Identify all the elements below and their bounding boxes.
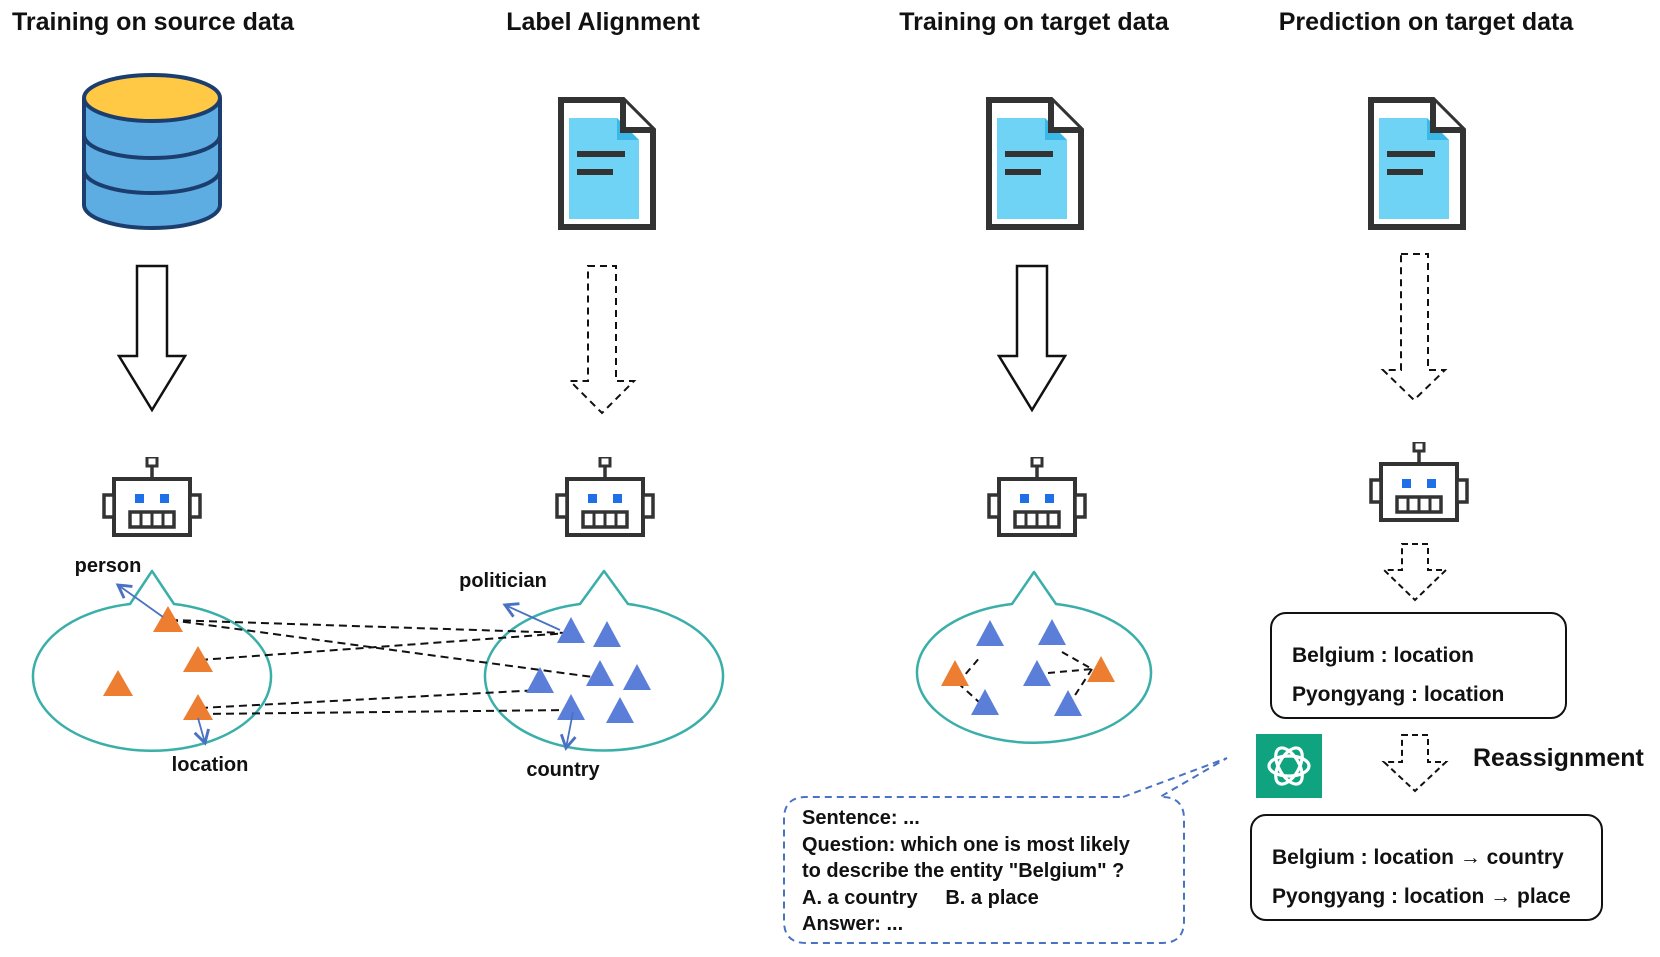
- target-cluster: [915, 570, 1153, 744]
- label-country: country: [526, 759, 600, 781]
- title-training-source: Training on source data: [12, 8, 294, 36]
- dashed-down-arrow: [1381, 543, 1449, 602]
- dashed-down-arrow: [1381, 734, 1449, 793]
- aligned-cluster: [483, 569, 725, 752]
- prediction-box: Belgium : location Pyongyang : location: [1270, 612, 1567, 719]
- prompt-answer: Answer: ...: [802, 913, 904, 935]
- dashed-down-arrow: [1380, 253, 1448, 402]
- prompt-question-line2: to describe the entity "Belgium" ?: [802, 860, 1125, 882]
- solid-down-arrow: [116, 264, 188, 413]
- label-arrows: [115, 583, 577, 751]
- title-label-alignment: Label Alignment: [506, 8, 700, 36]
- prompt-sentence: Sentence: ...: [802, 807, 920, 829]
- robot-icon: [987, 457, 1087, 537]
- solid-down-arrow: [996, 264, 1068, 413]
- title-training-target: Training on target data: [899, 8, 1169, 36]
- dashed-down-arrow: [567, 265, 637, 415]
- prediction-line-pyongyang: Pyongyang : location: [1292, 683, 1505, 706]
- document-icon: [1371, 100, 1463, 227]
- aligned-entities: [526, 617, 651, 723]
- prompt-bubble: [783, 757, 1228, 944]
- prompt-options: A. a country B. a place: [802, 886, 1039, 909]
- source-cluster: [31, 569, 273, 752]
- prediction-line-belgium: Belgium : location: [1292, 644, 1475, 667]
- prompt-question-line1: Question: which one is most likely: [802, 833, 1130, 856]
- label-person: person: [74, 555, 142, 577]
- robot-icon: [555, 457, 655, 537]
- label-location: location: [171, 754, 249, 776]
- reassignment-label: Reassignment: [1473, 744, 1644, 772]
- chatgpt-logo-icon: [1256, 734, 1322, 798]
- reassigned-line-pyongyang: Pyongyang : location → place: [1272, 885, 1571, 908]
- document-icon: [561, 100, 653, 227]
- document-icon: [989, 100, 1081, 227]
- database-icon: [82, 73, 222, 230]
- robot-icon: [102, 457, 202, 537]
- alignment-lines: [169, 619, 601, 715]
- title-prediction-target: Prediction on target data: [1278, 8, 1574, 36]
- target-entities: [941, 619, 1115, 716]
- robot-icon: [1369, 442, 1469, 522]
- reassigned-box: Belgium : location → country Pyongyang :…: [1250, 814, 1603, 921]
- prompt-text: Sentence: ... Question: which one is mos…: [802, 805, 1130, 938]
- reassigned-line-belgium: Belgium : location → country: [1272, 846, 1564, 869]
- label-politician: politician: [459, 570, 547, 592]
- source-entities: [103, 606, 213, 720]
